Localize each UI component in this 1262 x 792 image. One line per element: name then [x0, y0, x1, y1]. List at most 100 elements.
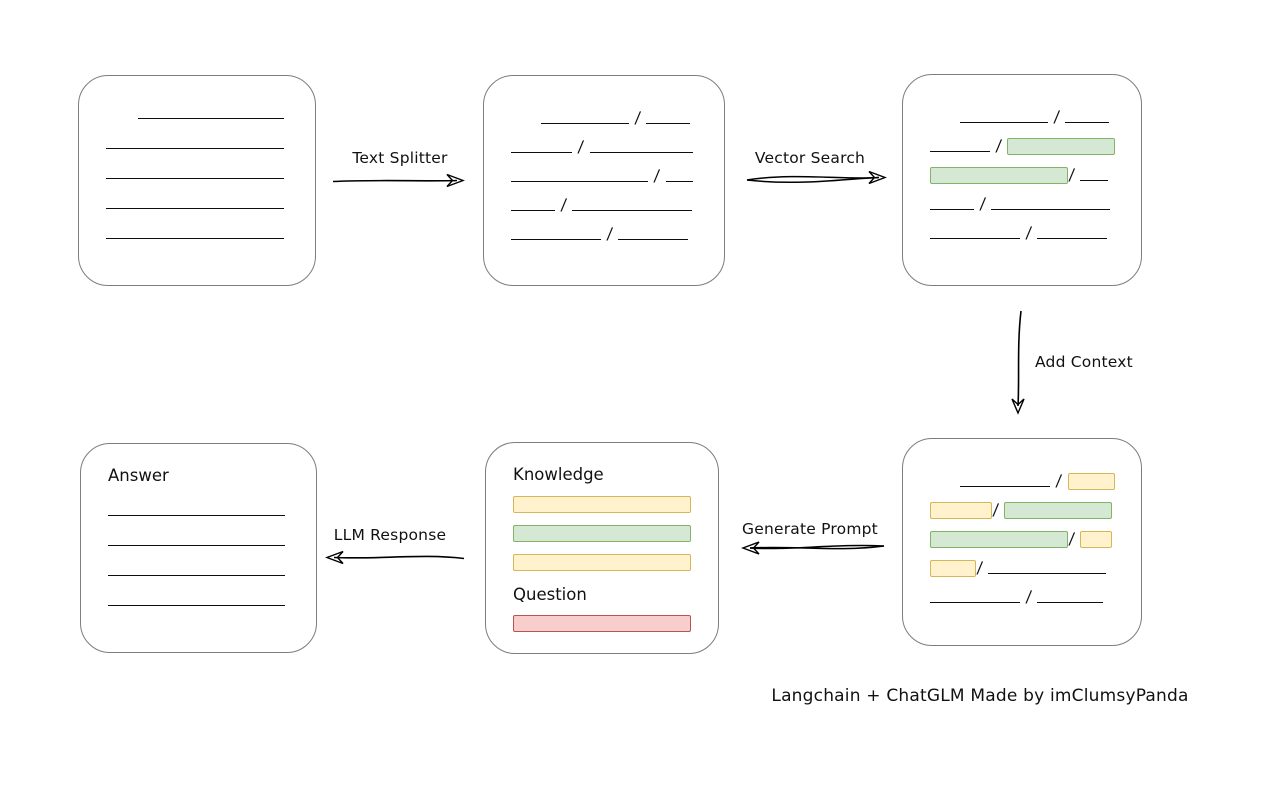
llm-response-arrow — [325, 550, 465, 565]
chunk-row: / — [930, 577, 1115, 606]
vector-search-label: Vector Search — [754, 149, 866, 167]
vector-search-arrow — [746, 170, 887, 185]
text-line — [108, 574, 285, 576]
chunk-row: / — [930, 490, 1115, 519]
context-chunks-box: / / / / / — [902, 438, 1142, 646]
text-line — [108, 604, 285, 606]
text-line — [1037, 237, 1108, 239]
add-context-label: Add Context — [1035, 353, 1133, 371]
slash-separator: / — [1025, 223, 1033, 242]
chunk-row — [513, 525, 692, 542]
vector-matches-box: / / / / / — [902, 74, 1142, 286]
answer-lines — [108, 489, 290, 609]
slash-separator: / — [577, 137, 585, 156]
add-context-arrow — [1011, 310, 1025, 415]
text-line — [108, 514, 285, 516]
chunk-row — [108, 489, 290, 519]
slash-separator: / — [976, 558, 984, 577]
chunk-row — [513, 615, 692, 632]
text-line — [1080, 179, 1109, 181]
text-line — [106, 237, 284, 239]
slash-separator: / — [1025, 587, 1033, 606]
chunk-row — [108, 579, 290, 609]
text-line — [511, 209, 555, 211]
chunk-row: / — [511, 214, 698, 243]
slash-separator: / — [1068, 529, 1076, 548]
chunk-row: / — [511, 156, 698, 185]
generate-prompt-arrow — [741, 541, 885, 555]
split-chunks-box: / / / / / — [483, 75, 725, 286]
green-highlight-chip — [1004, 502, 1113, 519]
yellow-highlight-chip — [513, 554, 691, 571]
chunk-row — [513, 554, 692, 571]
text-line — [106, 147, 284, 149]
text-line — [930, 601, 1020, 603]
chunk-row: / — [930, 213, 1115, 242]
text-line — [106, 207, 284, 209]
slash-separator: / — [634, 108, 642, 127]
green-highlight-chip — [930, 531, 1068, 548]
slash-separator: / — [978, 194, 987, 213]
generate-prompt-label: Generate Prompt — [742, 520, 878, 538]
chunk-row — [106, 212, 289, 242]
text-splitter-arrow — [332, 173, 465, 188]
answer-box: Answer — [80, 443, 317, 653]
yellow-highlight-chip — [1067, 473, 1115, 490]
chunk-lines: / / / / / — [484, 76, 724, 243]
chunk-row — [106, 152, 289, 182]
chunk-row: / — [930, 155, 1115, 184]
slash-separator: / — [606, 224, 614, 243]
prompt-box: Knowledge Question — [485, 442, 719, 654]
text-line — [1065, 121, 1110, 123]
text-line — [959, 485, 1051, 487]
text-line — [930, 208, 974, 210]
text-line — [646, 122, 691, 124]
chunk-row: / — [930, 126, 1115, 155]
slash-separator: / — [994, 136, 1003, 155]
chunk-row — [513, 496, 692, 513]
yellow-highlight-chip — [930, 560, 976, 577]
chunk-row: / — [930, 461, 1115, 490]
text-line — [572, 209, 693, 211]
text-splitter-label: Text Splitter — [352, 149, 448, 167]
text-line — [137, 117, 284, 119]
green-highlight-chip — [930, 167, 1068, 184]
chunk-row: / — [930, 97, 1115, 126]
yellow-highlight-chip — [930, 502, 992, 519]
text-line — [1037, 601, 1104, 603]
answer-label: Answer — [108, 466, 169, 485]
knowledge-bars — [513, 496, 692, 571]
slash-separator: / — [560, 195, 568, 214]
text-line — [988, 572, 1107, 574]
text-line — [618, 238, 689, 240]
chunk-row — [108, 549, 290, 579]
text-line — [930, 237, 1020, 239]
document-lines — [79, 76, 315, 242]
chunk-row — [106, 182, 289, 212]
chunk-row: / — [930, 548, 1115, 577]
slash-separator: / — [1068, 165, 1076, 184]
chunk-row: / — [511, 127, 698, 156]
chunk-row — [106, 122, 289, 152]
llm-response-label: LLM Response — [333, 526, 447, 544]
slash-separator: / — [992, 500, 1000, 519]
chunk-row: / — [511, 185, 698, 214]
red-highlight-chip — [513, 615, 691, 632]
green-highlight-chip — [513, 525, 691, 542]
text-line — [511, 238, 601, 240]
text-line — [106, 177, 284, 179]
yellow-highlight-chip — [513, 496, 691, 513]
text-line — [108, 544, 285, 546]
text-line — [511, 180, 649, 182]
chunk-lines: / / / / / — [903, 439, 1141, 606]
text-line — [960, 121, 1048, 123]
slash-separator: / — [1055, 471, 1063, 490]
yellow-highlight-chip — [1080, 531, 1113, 548]
text-line — [589, 151, 693, 153]
question-bars — [513, 615, 692, 632]
chunk-row — [108, 519, 290, 549]
slash-separator: / — [653, 166, 661, 185]
green-highlight-chip — [1007, 138, 1115, 155]
text-line — [930, 150, 990, 152]
